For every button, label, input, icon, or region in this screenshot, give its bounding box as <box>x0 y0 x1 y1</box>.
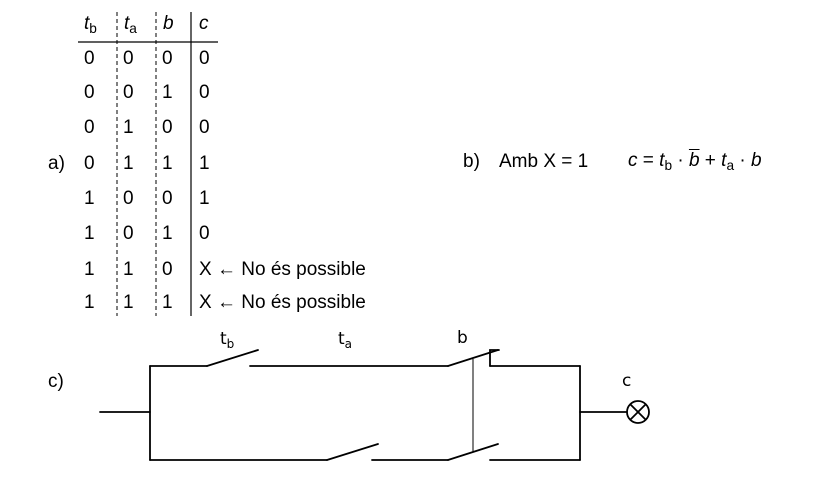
row-0-c: 0 <box>199 48 210 69</box>
switch-tb-blade <box>206 349 259 367</box>
row-6-b: 0 <box>162 259 173 280</box>
truth-table: tb ta b c 0 0 0 0 0 0 1 0 0 1 0 0 0 1 1 … <box>78 8 438 320</box>
switch-tb-label: tb <box>220 329 234 351</box>
table-lines <box>78 12 218 316</box>
row-1-ta: 0 <box>123 82 134 103</box>
row-6-ta: 1 <box>123 259 134 280</box>
b-negated: b <box>688 150 700 171</box>
row-7-c: X ← No és possible <box>199 293 366 312</box>
row-5-c: 0 <box>199 223 210 244</box>
row-5-tb: 1 <box>84 223 95 244</box>
header-ta: ta <box>124 13 137 37</box>
row-3-b: 1 <box>162 153 173 174</box>
row-4-ta: 0 <box>123 188 134 209</box>
switch-ta-blade <box>326 443 379 461</box>
row-6-c-value: X <box>199 259 212 280</box>
row-4-b: 0 <box>162 188 173 209</box>
row-1-tb: 0 <box>84 82 95 103</box>
row-5-b: 1 <box>162 223 173 244</box>
row-0-b: 0 <box>162 48 173 69</box>
row-2-b: 0 <box>162 117 173 138</box>
row-7-tb: 1 <box>84 292 95 313</box>
row-2-ta: 1 <box>123 117 134 138</box>
row-7-ta: 1 <box>123 292 134 313</box>
row-2-tb: 0 <box>84 117 95 138</box>
row-4-tb: 1 <box>84 188 95 209</box>
row-6-note: ← No és possible <box>216 259 366 280</box>
row-3-tb: 0 <box>84 153 95 174</box>
row-6-tb: 1 <box>84 259 95 280</box>
header-tb: tb <box>84 13 97 37</box>
row-1-b: 1 <box>162 82 173 103</box>
row-4-c: 1 <box>199 188 210 209</box>
output-label: c <box>622 371 631 391</box>
row-0-ta: 0 <box>123 48 134 69</box>
switch-b-label: b <box>457 328 468 348</box>
row-7-b: 1 <box>162 292 173 313</box>
part-c-label: c) <box>48 371 64 392</box>
row-5-ta: 0 <box>123 223 134 244</box>
header-c: c <box>199 13 209 34</box>
boolean-formula: c = tb · b + ta · b <box>628 150 762 174</box>
row-0-tb: 0 <box>84 48 95 69</box>
row-3-ta: 1 <box>123 153 134 174</box>
row-3-c: 1 <box>199 153 210 174</box>
row-7-note: ← No és possible <box>216 292 366 313</box>
part-a-label: a) <box>48 153 65 174</box>
switch-b-nc-contact <box>489 349 500 367</box>
row-1-c: 0 <box>199 82 210 103</box>
header-b: b <box>163 13 174 34</box>
lamp-icon <box>626 400 650 424</box>
row-2-c: 0 <box>199 117 210 138</box>
part-b-label: b) <box>463 151 480 172</box>
switch-ta-label: ta <box>338 329 352 351</box>
part-b-text: Amb X = 1 <box>499 151 589 172</box>
row-6-c: X ← No és possible <box>199 260 366 279</box>
row-7-c-value: X <box>199 292 212 313</box>
